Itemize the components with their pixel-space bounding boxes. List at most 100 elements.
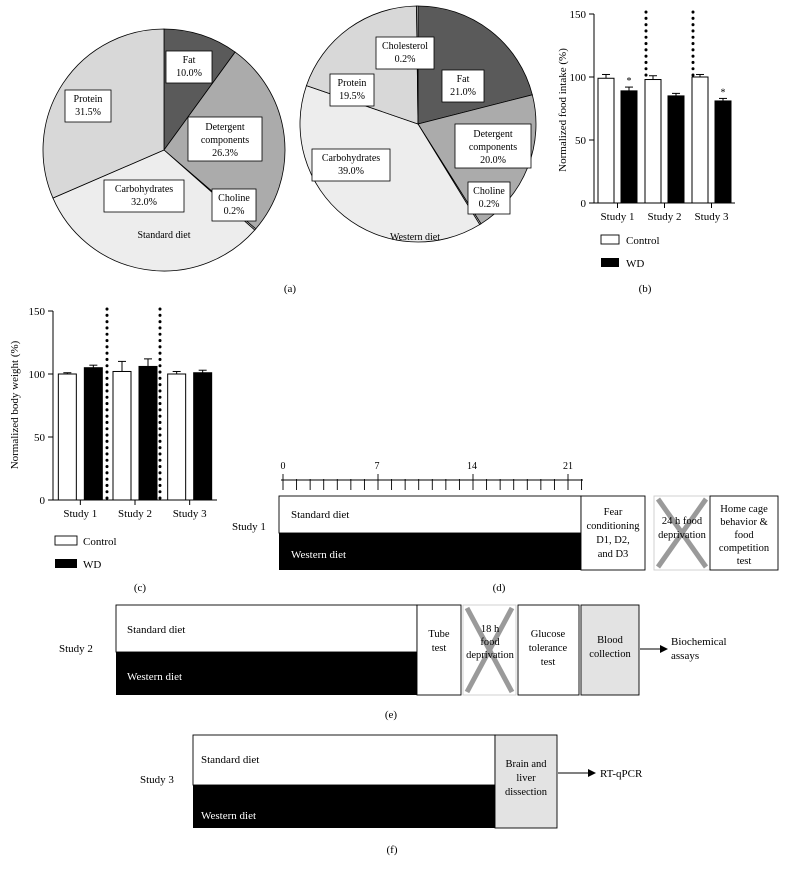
timeline-tick-21: 21: [563, 461, 573, 472]
study1-label: Study 1: [232, 521, 266, 533]
wd-carb-value: 39.0%: [338, 166, 364, 177]
wd-detergent-name-1: Detergent: [473, 129, 512, 140]
study1-standard-label: Standard diet: [291, 509, 349, 521]
home-cage-box: [709, 495, 779, 571]
study2-western-label: Western diet: [127, 671, 182, 683]
svg-text:Home cage: Home cage: [720, 504, 768, 515]
svg-text:Glucose: Glucose: [531, 629, 566, 640]
wd-fat-value: 21.0%: [450, 87, 476, 98]
fear-conditioning-text: Fear conditioning D1, D2, and D3: [586, 507, 640, 560]
b-bar-control-1: [597, 77, 615, 204]
timeline-d-tick-labels: 0 7 14 21: [281, 461, 574, 472]
svg-text:test: test: [432, 643, 447, 654]
panel-label-d: (d): [493, 582, 506, 594]
b-ytick-label: 0: [581, 198, 587, 210]
c-bar-wd-3: [193, 372, 213, 501]
c-bar-control-3: [167, 373, 187, 501]
fear-conditioning-box: [580, 495, 646, 571]
panel-d-study1-timeline: 0 7 14 21 Study 1 Standard diet Western …: [232, 461, 779, 594]
svg-text:deprivation: deprivation: [466, 650, 515, 661]
b-ytick-label: 100: [570, 72, 587, 84]
deprivation-18h-text: 18 h food deprivation: [466, 624, 515, 661]
c-ytick-label: 0: [40, 495, 46, 507]
std-carb-value: 32.0%: [131, 197, 157, 208]
std-fat-value: 10.0%: [176, 68, 202, 79]
study1-western-diet-bar: [279, 533, 581, 570]
b-ytick-label: 150: [570, 9, 587, 21]
c-xtick-label: Study 2: [118, 508, 152, 520]
b-xtick-label: Study 1: [601, 211, 635, 223]
wd-cholesterol-value: 0.2%: [395, 54, 416, 65]
std-choline-name: Choline: [218, 193, 250, 204]
svg-text:competition: competition: [719, 543, 770, 554]
wd-carb-name: Carbohydrates: [322, 153, 380, 164]
rtqpcr-text: RT-qPCR: [600, 768, 643, 780]
deprivation-24h-text: 24 h food deprivation: [658, 516, 707, 541]
legend-c-wd-label: WD: [83, 559, 101, 571]
glucose-tolerance-box: [517, 604, 580, 696]
blood-collection-text: Blood collection: [589, 635, 631, 660]
study3-standard-label: Standard diet: [201, 754, 259, 766]
glucose-tolerance-text: Glucose tolerance test: [529, 629, 568, 668]
c-bar-wd-2: [138, 365, 158, 501]
c-xtick-label: Study 1: [63, 508, 97, 520]
wd-pie-caption: Western diet: [390, 232, 440, 243]
svg-text:dissection: dissection: [505, 787, 548, 798]
b-bar-control-2: [644, 79, 662, 204]
wd-cholesterol-name: Cholesterol: [382, 41, 428, 52]
legend-b-wd-label: WD: [626, 258, 644, 270]
std-choline-value: 0.2%: [224, 206, 245, 217]
svg-text:Tube: Tube: [428, 629, 450, 640]
b-ytick-label: 50: [575, 135, 587, 147]
svg-text:24 h food: 24 h food: [662, 516, 703, 527]
c-bar-control-1: [57, 373, 77, 501]
pie-standard-labels: Fat 10.0% Detergent components 26.3% Cho…: [64, 50, 263, 241]
study3-western-diet-bar: [193, 785, 495, 828]
svg-text:Blood: Blood: [597, 635, 623, 646]
timeline-tick-0: 0: [281, 461, 286, 472]
panel-a-pie-charts: Fat 10.0% Detergent components 26.3% Cho…: [42, 5, 537, 295]
std-carb-name: Carbohydrates: [115, 184, 173, 195]
std-detergent-name-2: components: [201, 135, 249, 146]
legend-c-wd-swatch: [55, 559, 77, 568]
study3-standard-diet-bar: [192, 734, 496, 786]
b-bar-wd-2: [667, 95, 685, 204]
study2-standard-label: Standard diet: [127, 624, 185, 636]
std-fat-name: Fat: [183, 55, 196, 66]
svg-text:collection: collection: [589, 649, 631, 660]
legend-b-control-swatch: [600, 234, 620, 245]
svg-text:conditioning: conditioning: [586, 521, 640, 532]
timeline-tick-14: 14: [467, 461, 477, 472]
panel-b-legend: Control WD: [600, 234, 660, 270]
wd-choline-name: Choline: [473, 186, 505, 197]
svg-text:liver: liver: [516, 773, 536, 784]
tube-test-text: Tube test: [428, 629, 450, 654]
c-bar-wd-1: [83, 367, 103, 501]
panel-c-legend: Control WD: [54, 535, 117, 571]
c-ytick-label: 50: [34, 432, 46, 444]
svg-text:D1, D2,: D1, D2,: [596, 535, 630, 546]
study2-label: Study 2: [59, 643, 93, 655]
std-detergent-name-1: Detergent: [205, 122, 244, 133]
c-ytick-label: 150: [29, 306, 46, 318]
std-detergent-value: 26.3%: [212, 148, 238, 159]
wd-detergent-name-2: components: [469, 142, 517, 153]
svg-text:test: test: [541, 657, 556, 668]
std-pie-caption: Standard diet: [137, 230, 190, 241]
biochemical-assays-text: Biochemical assays: [671, 636, 727, 662]
brain-liver-dissection-text: Brain and liver dissection: [505, 759, 548, 798]
svg-text:18 h: 18 h: [481, 624, 500, 635]
legend-c-control-swatch: [54, 535, 78, 546]
panel-label-e: (e): [385, 709, 398, 721]
panel-label-c: (c): [134, 582, 147, 594]
study1-western-label: Western diet: [291, 549, 346, 561]
panel-label-b: (b): [639, 283, 652, 295]
panel-label-f: (f): [387, 844, 398, 856]
study1-standard-diet-bar: [278, 495, 582, 534]
panel-f-study3-timeline: Study 3 Standard diet Western diet Brain…: [140, 734, 643, 856]
pie-western-labels: Cholesterol 0.2% Fat 21.0% Detergent com…: [311, 36, 532, 243]
